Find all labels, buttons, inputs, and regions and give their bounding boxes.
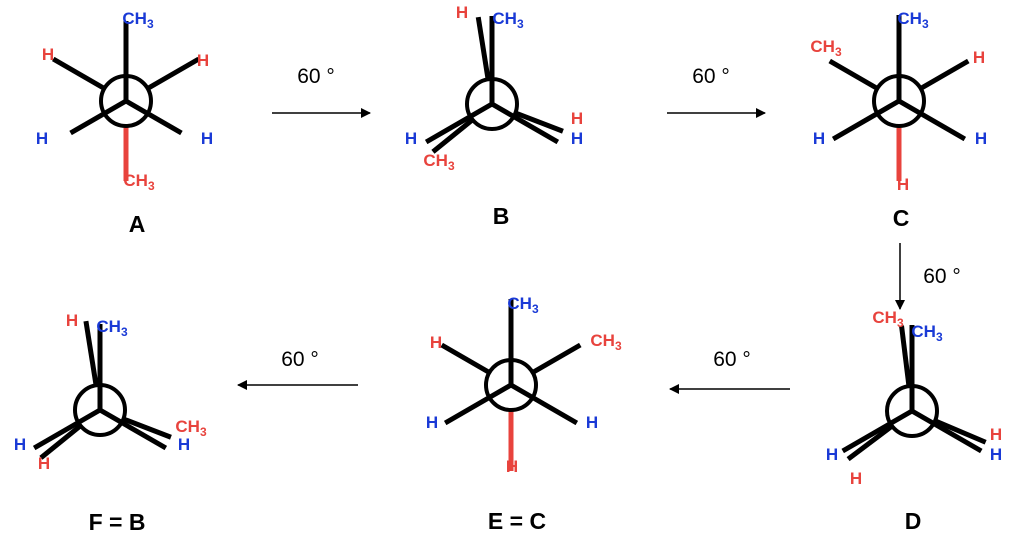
conformer-label: E = C bbox=[488, 508, 546, 534]
back-substituent-label: CH3 bbox=[423, 151, 455, 173]
back-substituent-label: CH3 bbox=[590, 331, 622, 353]
front-substituent-label: H bbox=[571, 129, 583, 148]
back-bond bbox=[122, 416, 172, 440]
back-bond bbox=[514, 110, 564, 134]
back-bond bbox=[475, 16, 491, 80]
rotation-angle-label: 60 ° bbox=[713, 348, 751, 371]
back-substituent-label: H bbox=[506, 457, 518, 476]
conformer-label: A bbox=[129, 211, 146, 237]
front-bond bbox=[509, 382, 579, 426]
front-substituent-label: H bbox=[405, 129, 417, 148]
back-bond bbox=[899, 325, 912, 387]
back-substituent-label: CH3 bbox=[810, 37, 842, 59]
front-substituent-label: CH3 bbox=[96, 317, 128, 339]
back-substituent-label: H bbox=[42, 45, 54, 64]
back-substituent-label: H bbox=[571, 109, 583, 128]
back-bond bbox=[934, 418, 987, 445]
back-substituent-label: H bbox=[897, 175, 909, 194]
back-substituent-label: H bbox=[66, 311, 78, 330]
back-substituent-label: CH3 bbox=[123, 171, 155, 193]
front-bond bbox=[32, 407, 102, 451]
back-bond bbox=[146, 56, 200, 91]
back-substituent-label: H bbox=[456, 3, 468, 22]
back-bond bbox=[52, 56, 106, 91]
conformer-label: F = B bbox=[89, 509, 146, 535]
back-substituent-label: H bbox=[430, 333, 442, 352]
back-substituent-label: CH3 bbox=[872, 308, 904, 330]
back-bond bbox=[846, 424, 894, 462]
back-bond bbox=[531, 342, 582, 375]
front-bond bbox=[424, 101, 494, 145]
front-substituent-label: H bbox=[990, 445, 1002, 464]
back-bond bbox=[39, 423, 83, 460]
back-substituent-label: H bbox=[990, 425, 1002, 444]
front-substituent-label: H bbox=[975, 129, 987, 148]
conformer-label: B bbox=[493, 203, 510, 229]
back-substituent-label: CH3 bbox=[175, 417, 207, 439]
front-bond bbox=[841, 408, 914, 454]
back-substituent-label: H bbox=[973, 48, 985, 67]
front-substituent-label: CH3 bbox=[897, 9, 929, 31]
front-bond bbox=[490, 101, 560, 145]
back-substituent-label: H bbox=[197, 51, 209, 70]
front-substituent-label: H bbox=[14, 435, 26, 454]
front-substituent-label: H bbox=[426, 413, 438, 432]
rotation-angle-label: 60 ° bbox=[923, 265, 961, 288]
back-substituent-label: H bbox=[38, 454, 50, 473]
front-bond bbox=[443, 382, 513, 426]
rotation-angle-label: 60 ° bbox=[281, 348, 319, 371]
front-substituent-label: H bbox=[813, 129, 825, 148]
rotation-angle-label: 60 ° bbox=[692, 65, 730, 88]
front-substituent-label: H bbox=[586, 413, 598, 432]
front-substituent-label: CH3 bbox=[911, 322, 943, 344]
front-substituent-label: CH3 bbox=[492, 9, 524, 31]
conformer-label: C bbox=[893, 205, 910, 231]
back-bond bbox=[828, 58, 879, 91]
rotation-angle-label: 60 ° bbox=[297, 65, 335, 88]
front-bond bbox=[897, 98, 967, 142]
back-bond bbox=[83, 320, 99, 386]
front-substituent-label: H bbox=[826, 445, 838, 464]
front-substituent-label: CH3 bbox=[122, 9, 154, 31]
front-bond bbox=[910, 408, 983, 454]
front-bond bbox=[124, 98, 183, 136]
back-bond bbox=[431, 117, 475, 154]
front-substituent-label: H bbox=[36, 129, 48, 148]
front-substituent-label: H bbox=[201, 129, 213, 148]
back-bond bbox=[440, 342, 491, 375]
back-substituent-label: H bbox=[850, 469, 862, 488]
front-bond bbox=[831, 98, 901, 142]
front-substituent-label: CH3 bbox=[507, 294, 539, 316]
front-substituent-label: H bbox=[178, 435, 190, 454]
front-bond bbox=[98, 407, 168, 451]
conformer-label: D bbox=[905, 508, 922, 534]
back-bond bbox=[919, 58, 970, 91]
front-bond bbox=[69, 98, 128, 136]
